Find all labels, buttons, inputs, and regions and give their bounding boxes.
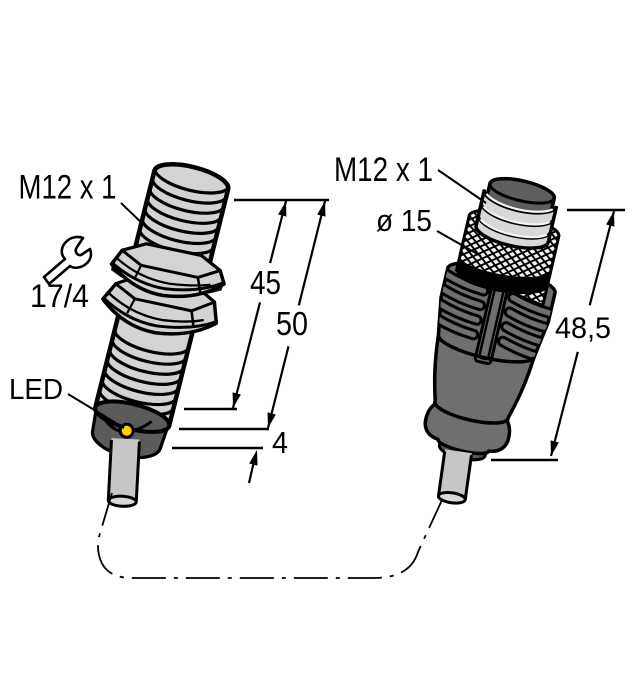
svg-text:M12 x 1: M12 x 1 [334, 151, 433, 189]
svg-text:45: 45 [250, 264, 281, 301]
svg-text:48,5: 48,5 [555, 312, 611, 345]
svg-text:50: 50 [276, 305, 308, 342]
svg-text:LED: LED [9, 374, 63, 406]
svg-text:ø 15: ø 15 [376, 203, 432, 238]
svg-text:4: 4 [272, 425, 288, 460]
svg-text:M12 x 1: M12 x 1 [19, 169, 117, 207]
svg-text:17/4: 17/4 [30, 278, 89, 314]
